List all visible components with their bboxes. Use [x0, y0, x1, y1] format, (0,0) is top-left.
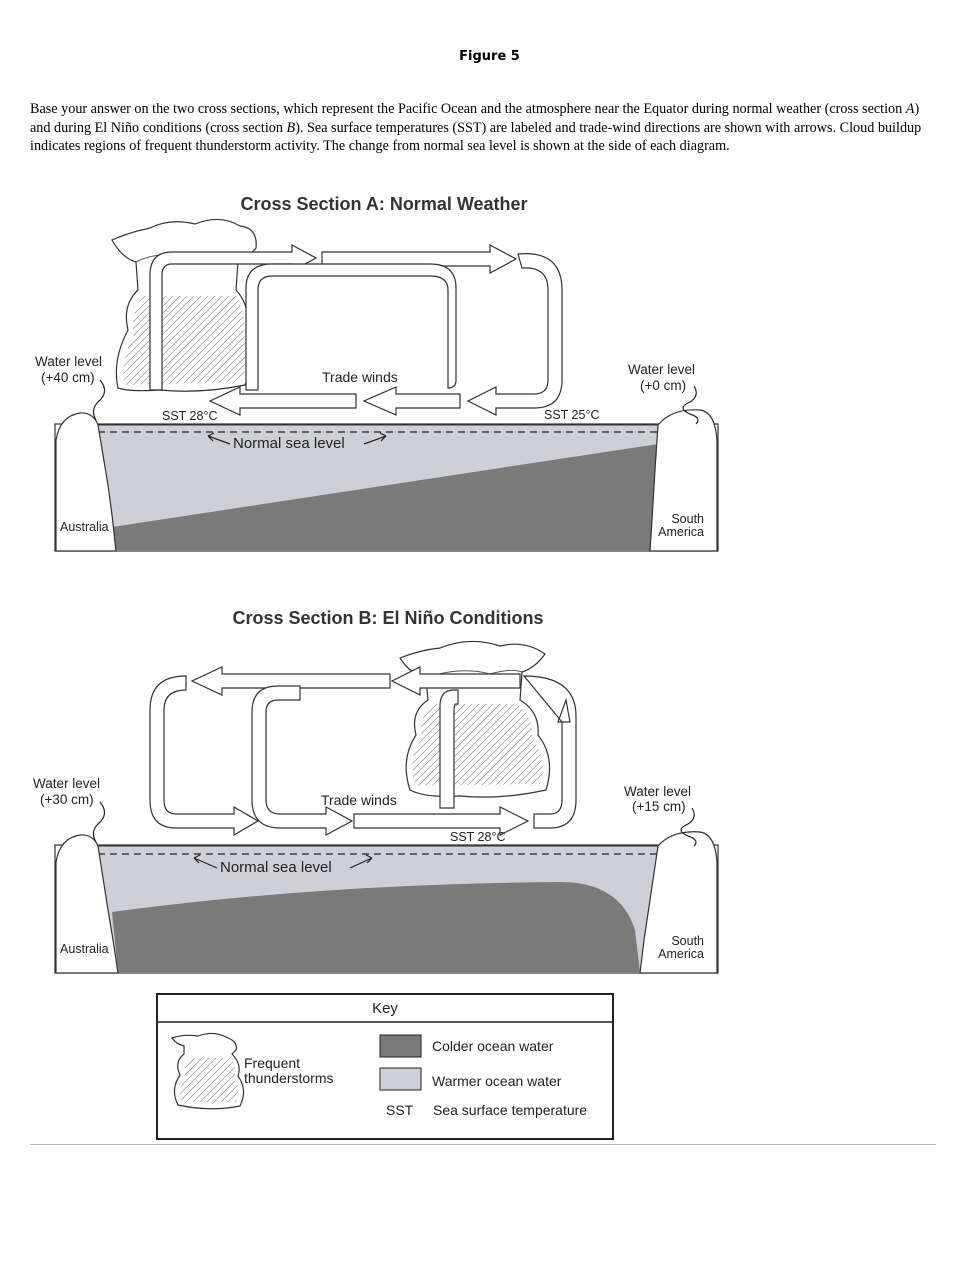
key-sst-desc: Sea surface temperature [433, 1102, 587, 1118]
section-b-normal-sea-level-label: Normal sea level [220, 859, 332, 876]
section-b-australia-land [55, 834, 119, 974]
section-b-south-label-2: America [658, 947, 704, 961]
section-b-arrow-upper-right [390, 666, 521, 696]
intro-section-a: A [905, 101, 915, 117]
intro-text: Base your answer on the two cross sectio… [30, 100, 935, 156]
section-b-frame [54, 844, 719, 974]
section-a-trade-wind-arrow-1 [362, 386, 461, 416]
section-b-sea-level-arrow-left [193, 854, 218, 869]
intro-part-3: ). Sea surface temperatures (SST) are la… [30, 119, 922, 155]
section-b-trade-winds-label: Trade winds [321, 792, 397, 808]
key-thunder-label-2: thunderstorms [244, 1070, 333, 1086]
section-b-sst: SST 28°C [450, 830, 506, 844]
section-a-sea-level-arrow-left [207, 432, 231, 445]
section-b-australia-label: Australia [60, 942, 109, 956]
section-b-arrow-right-loop [522, 675, 577, 829]
section-a-ocean [54, 423, 719, 552]
section-a-water-level-right-pointer [682, 385, 699, 425]
section-a-water-level-right-1: Water level [628, 362, 695, 377]
section-a-thunderstorm-icon [111, 218, 257, 392]
section-b-arrow-inner [439, 689, 459, 809]
section-a-sea-level-arrow-right [363, 432, 387, 445]
section-a-arrow-inner-loop [245, 263, 457, 391]
section-a-water-level-right-2: (+0 cm) [640, 378, 686, 393]
section-a-title: Cross Section A: Normal Weather [240, 194, 527, 214]
section-b-sea-level-arrow-right [349, 854, 373, 869]
cross-section-a: Cross Section A: Normal Weather Australi… [35, 194, 719, 552]
section-a-frame [54, 423, 719, 552]
key-colder-swatch [379, 1034, 422, 1058]
section-b-water-level-left-2: (+30 cm) [40, 792, 94, 807]
section-b-title: Cross Section B: El Niño Conditions [232, 608, 543, 628]
bottom-divider [30, 1144, 936, 1145]
section-a-sst-right: SST 25°C [544, 408, 600, 422]
key-thunderstorm-icon [171, 1032, 245, 1110]
key-warmer-swatch [379, 1067, 422, 1091]
section-b-thunderstorm-icon [399, 640, 551, 798]
section-b-south-america-land [639, 831, 718, 974]
section-b-water-level-left-pointer [92, 801, 106, 843]
section-b-cold-water [112, 882, 640, 972]
section-a-water-level-left-2: (+40 cm) [41, 370, 95, 385]
section-b-arrow-middle-loop [251, 685, 354, 837]
section-a-australia-land [55, 412, 117, 552]
section-b-arrow-upper-left [190, 666, 391, 696]
intro-part-2: ) and during El Niño conditions (cross s… [30, 101, 920, 136]
section-a-australia-label: Australia [60, 520, 109, 534]
section-b-water-level-left-1: Water level [33, 776, 100, 791]
section-a-normal-sea-level-label: Normal sea level [233, 435, 345, 452]
section-a-circulation-arrows [149, 243, 563, 416]
section-b-circulation-arrows [149, 666, 577, 837]
section-b-water-level-right-1: Water level [624, 784, 691, 799]
section-b-water-level-right-pointer [680, 807, 697, 847]
figure-title: Figure 5 [459, 49, 520, 64]
cross-section-b: Cross Section B: El Niño Conditions Aust… [33, 608, 719, 974]
section-a-south-label-1: South [671, 512, 704, 526]
section-a-cold-water [112, 444, 658, 550]
key-thunder-label-1: Frequent [244, 1055, 300, 1071]
key-sst-abbr: SST [386, 1102, 414, 1118]
section-a-arrow-right-descend [466, 253, 563, 416]
section-a-water-level-left-pointer [92, 379, 106, 421]
key-colder-label: Colder ocean water [432, 1038, 554, 1054]
section-a-sst-left: SST 28°C [162, 409, 218, 423]
section-b-ocean [54, 844, 719, 974]
section-a-trade-wind-arrow-2 [208, 386, 357, 416]
section-b-water-level-right-2: (+15 cm) [632, 799, 686, 814]
intro-section-b: B [286, 119, 296, 136]
section-b-south-label-1: South [671, 934, 704, 948]
section-a-south-label-2: America [658, 525, 704, 539]
section-a-water-level-left-1: Water level [35, 354, 102, 369]
section-a-trade-winds-label: Trade winds [322, 369, 398, 385]
section-b-arrow-left-descend [149, 675, 260, 837]
intro-part-1: Base your answer on the two cross sectio… [30, 101, 906, 117]
section-a-south-america-land [649, 409, 718, 552]
key-warmer-label: Warmer ocean water [432, 1073, 562, 1089]
key-box: Key Frequent thunderstorms Colder ocean … [156, 993, 614, 1140]
section-b-trade-wind-arrow [353, 806, 530, 836]
key-title: Key [372, 1000, 398, 1017]
